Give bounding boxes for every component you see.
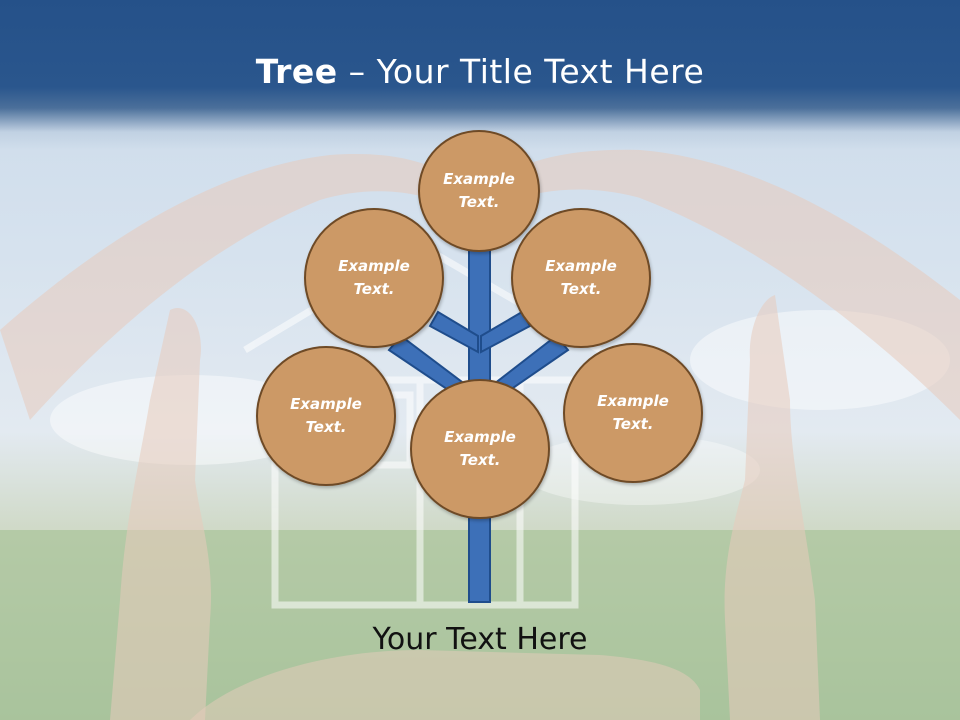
footer-text: Your Text Here (372, 622, 588, 657)
title-bold: Tree (255, 52, 338, 91)
node-text-line2: Text. (560, 280, 602, 298)
node-text-line1: Example (597, 392, 669, 410)
branch-upper-left (428, 310, 479, 354)
node-text-line2: Text. (305, 418, 347, 436)
slide-title: Tree – Your Title Text Here (0, 52, 960, 91)
node-text-line1: Example (290, 395, 362, 413)
node-text-line1: Example (338, 257, 410, 275)
node-text-line2: Text. (353, 280, 395, 298)
node-text-line1: Example (443, 170, 515, 188)
node-text-line1: Example (444, 428, 516, 446)
node-text-line1: Example (545, 257, 617, 275)
node-text-line2: Text. (612, 415, 654, 433)
title-rest: – Your Title Text Here (337, 52, 705, 91)
header-band (0, 0, 960, 150)
node-text-line2: Text. (459, 451, 501, 469)
node-text-line2: Text. (458, 193, 500, 211)
